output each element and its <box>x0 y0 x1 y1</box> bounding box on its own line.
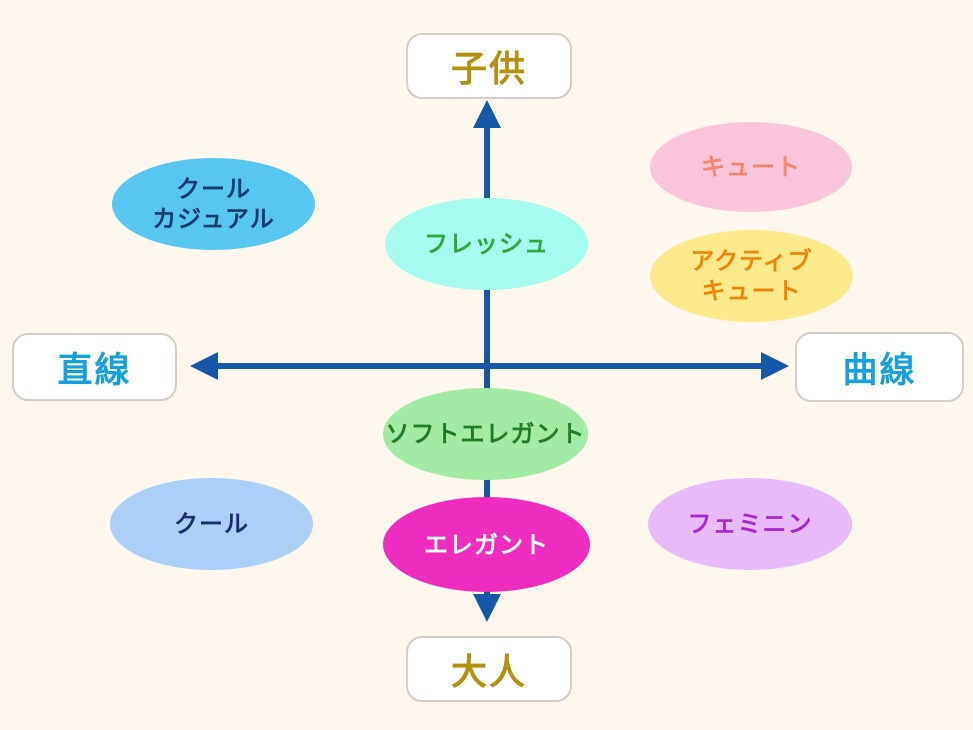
bubble-label: エレガント <box>424 530 549 559</box>
arrowhead-down-icon <box>473 594 501 622</box>
axis-endpoint-label: 大人 <box>450 652 527 693</box>
bubble-cute: キュート <box>650 122 852 212</box>
bubble-active-cute: アクティブ キュート <box>650 230 853 322</box>
bubble-soft-elegant: ソフトエレガント <box>383 388 588 480</box>
bubble-label: クール <box>174 510 249 538</box>
arrowhead-left-icon <box>190 352 218 380</box>
axis-endpoint-right: 曲線 <box>795 332 964 402</box>
bubble-cool-casual: クール カジュアル <box>112 158 315 250</box>
bubble-label: アクティブ キュート <box>690 247 813 305</box>
bubble-label: キュート <box>701 153 801 181</box>
axis-endpoint-top: 子供 <box>406 33 572 99</box>
bubble-fresh: フレッシュ <box>385 198 588 290</box>
bubble-elegant: エレガント <box>383 497 590 592</box>
arrowhead-up-icon <box>473 100 501 128</box>
axis-endpoint-bottom: 大人 <box>406 636 572 702</box>
axis-endpoint-label: 曲線 <box>842 350 917 391</box>
bubble-label: フレッシュ <box>424 230 549 258</box>
axis-endpoint-label: 子供 <box>450 49 527 90</box>
bubble-feminine: フェミニン <box>648 478 852 570</box>
bubble-label: ソフトエレガント <box>385 420 586 448</box>
axis-endpoint-label: 直線 <box>57 350 132 391</box>
axis-endpoint-left: 直線 <box>12 333 177 401</box>
bubble-cool: クール <box>110 478 313 570</box>
arrowhead-right-icon <box>761 352 789 380</box>
bubble-label: クール カジュアル <box>152 175 275 233</box>
bubble-label: フェミニン <box>687 510 813 538</box>
